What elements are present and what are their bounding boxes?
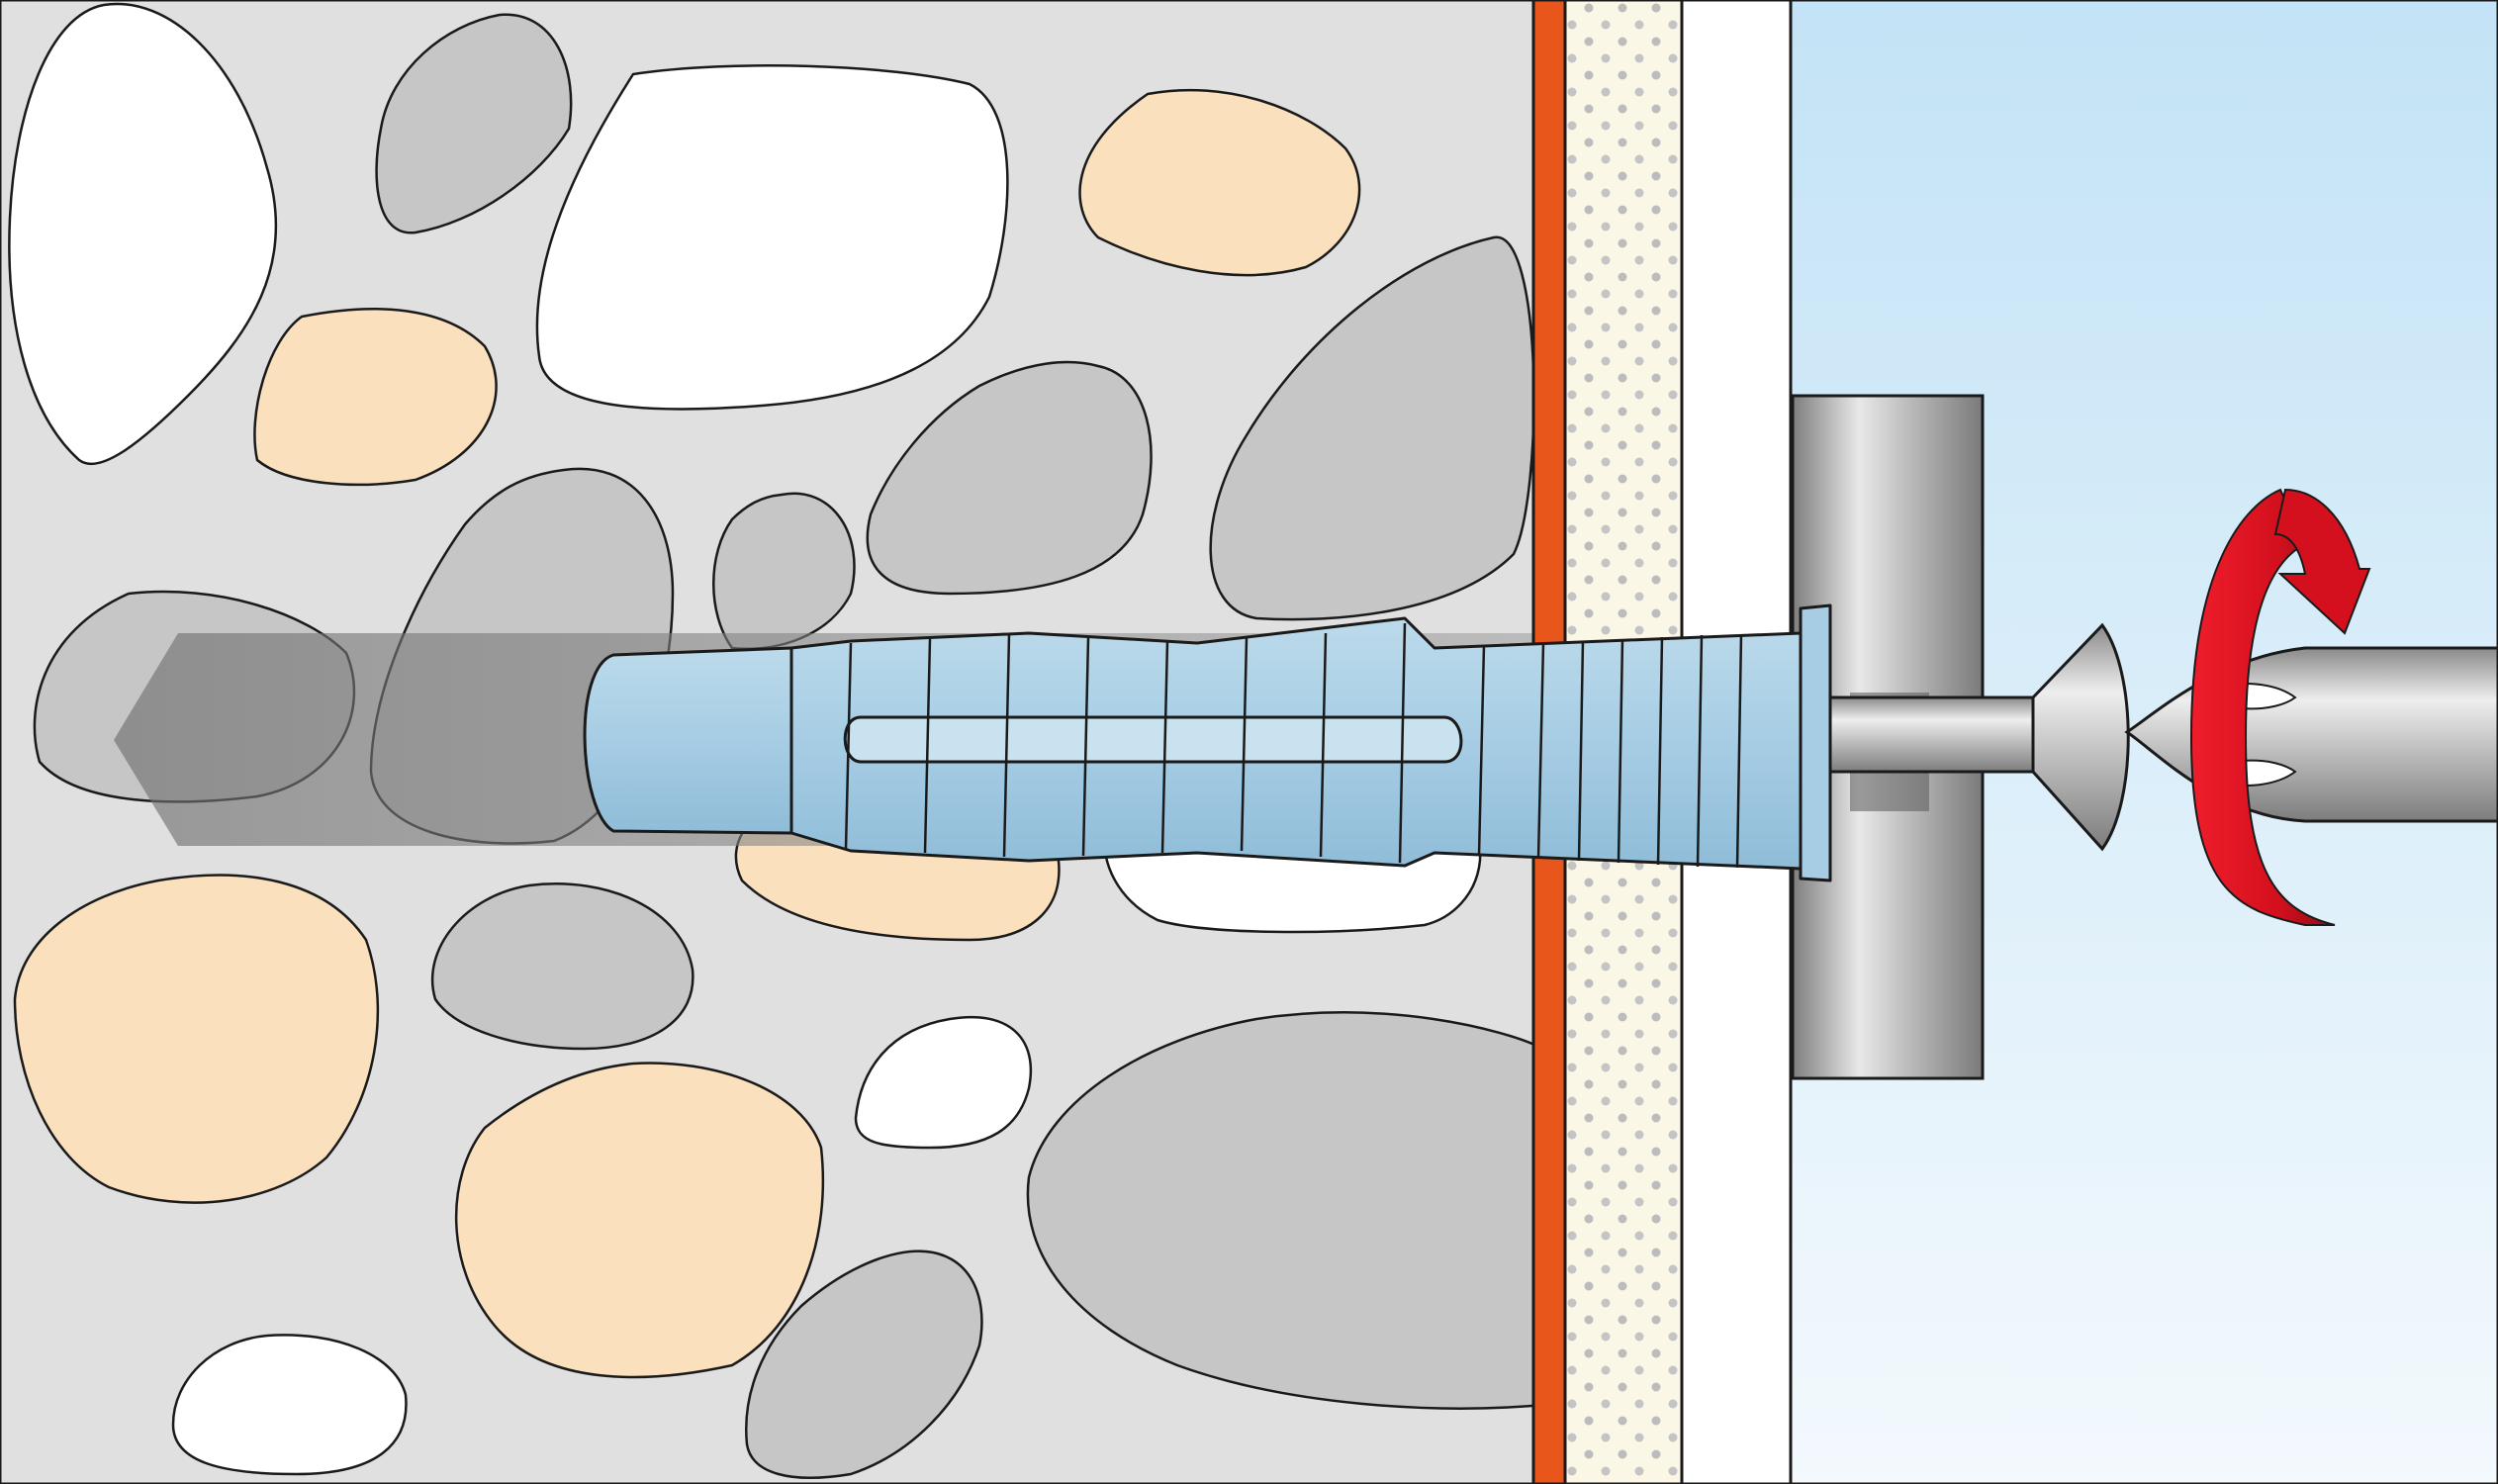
stone-white [854,1015,1033,1150]
rotation-arrow [2189,488,2371,926]
rotation-arrow-head [2273,488,2371,635]
screw-shank [1828,696,2040,774]
masonry-wall [0,0,1535,1484]
stone-beige [253,307,498,487]
stone-gray [430,882,694,1051]
stone-gray [1209,235,1533,621]
plug-ribs [844,622,1743,869]
stone-white [171,1334,408,1476]
stone-gray [866,360,1153,596]
stone-gray [1026,1011,1533,1410]
stone-beige [1078,88,1361,277]
plug-slot [843,715,1463,764]
stone-beige [455,1062,825,1379]
plug-tip [583,646,793,835]
stone-beige [13,874,380,1204]
stone-gray [375,13,573,234]
nylon-wall-plug [583,603,1832,882]
stone-gray [745,1250,983,1479]
rotation-arrow-body [2189,488,2336,926]
stone-white [8,2,278,466]
stone-white [535,64,1009,411]
plug-collar [1799,603,1832,882]
screw-head [2031,622,2130,852]
